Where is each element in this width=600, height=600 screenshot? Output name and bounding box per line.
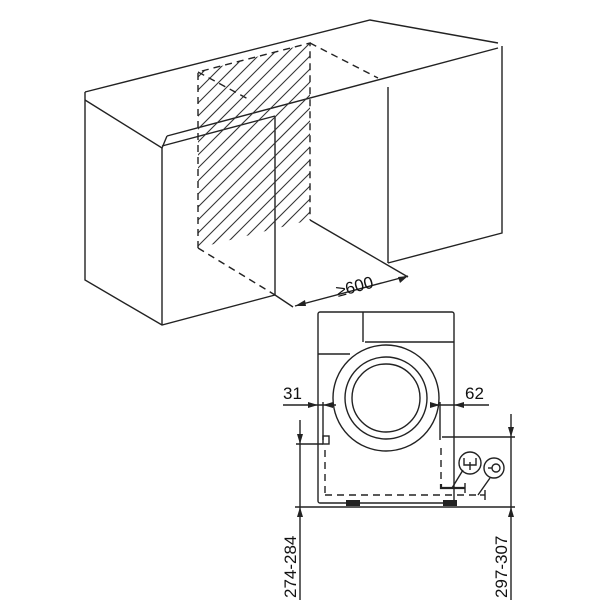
- hatch-line: [198, 43, 310, 248]
- hatch-line: [198, 43, 310, 248]
- hatch-line: [198, 43, 310, 248]
- hatch-line: [209, 43, 310, 248]
- hatch-line: [0, 30, 167, 260]
- hatch-line: [198, 43, 220, 248]
- hatch-line: [379, 30, 600, 260]
- hatch-line: [327, 30, 557, 260]
- hatch-line: [0, 30, 128, 260]
- hatch-line: [198, 43, 310, 248]
- hatch-line: [198, 43, 298, 248]
- cabinet-row: [84, 19, 503, 326]
- hatch-line: [198, 43, 310, 248]
- power-plug-icon: [483, 457, 505, 479]
- right-height-label: 297-307: [492, 536, 511, 598]
- hatch-line: [314, 30, 544, 260]
- hatch-line: [198, 43, 310, 248]
- hatch-line: [198, 43, 310, 248]
- hatch-line: [261, 43, 310, 248]
- clearance-dimensions: 31 62 274-284 297-307: [281, 384, 515, 600]
- hatch-line: [235, 43, 310, 248]
- hatch-line: [0, 30, 180, 260]
- hatch-line: [198, 43, 272, 248]
- hatch-line: [198, 43, 207, 248]
- hatch-line: [287, 43, 310, 248]
- niche-area: [0, 30, 600, 296]
- washing-machine: [317, 311, 457, 506]
- hatch-line: [366, 30, 596, 260]
- hatch-line: [198, 43, 246, 248]
- hatch-line: [198, 43, 310, 248]
- left-clearance-label: 31: [283, 384, 302, 403]
- hatch-line: [222, 43, 310, 248]
- hatch-line: [198, 43, 310, 248]
- hatch-line: [248, 43, 310, 248]
- hatch-line: [198, 43, 310, 248]
- hatch-line: [0, 30, 141, 260]
- left-height-label: 274-284: [281, 536, 300, 598]
- hatch-line: [340, 30, 570, 260]
- niche-width-label: ≥600: [334, 273, 375, 301]
- hatch-line: [198, 43, 259, 248]
- water-drain-icon: [458, 451, 482, 475]
- hatch-line: [300, 43, 310, 248]
- niche-width-dimension: ≥600: [294, 273, 409, 307]
- connections: [296, 402, 515, 500]
- hatch-line: [198, 43, 285, 248]
- hatch-line: [0, 30, 154, 260]
- hatch-line: [392, 30, 600, 260]
- right-clearance-label: 62: [465, 384, 484, 403]
